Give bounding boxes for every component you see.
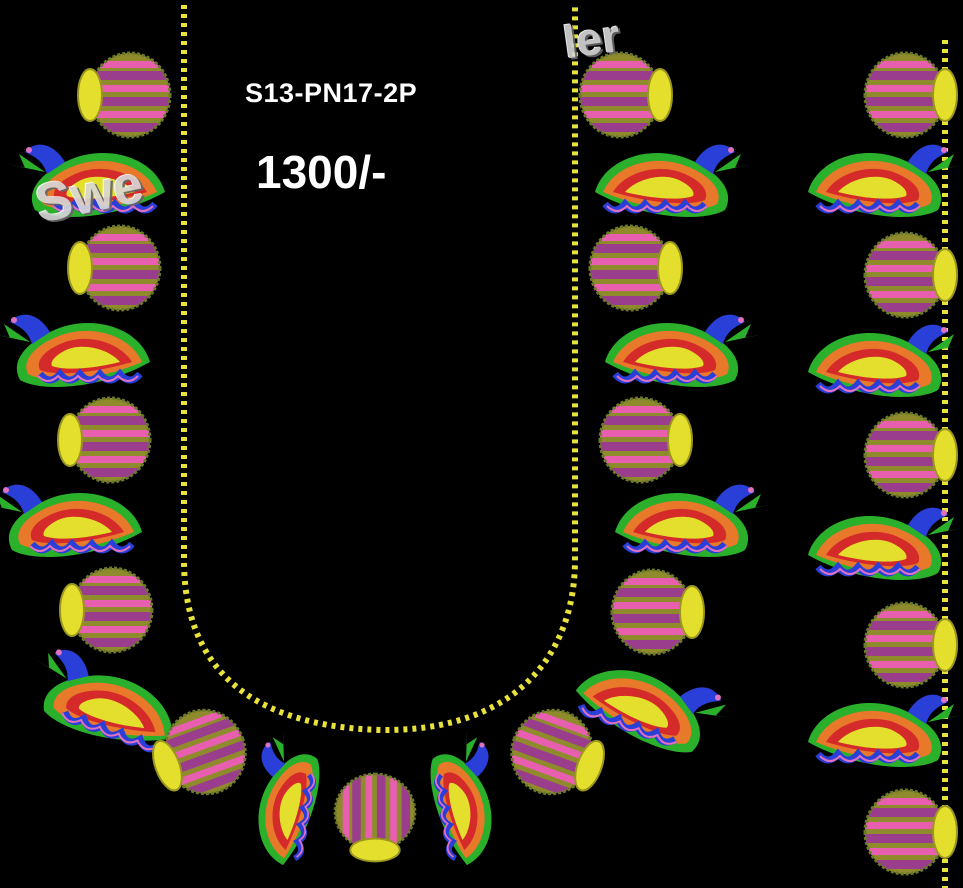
peacock-motif (615, 485, 773, 557)
peacock-motif (808, 508, 963, 580)
peacock-motif (808, 695, 963, 767)
kalash-pot-motif (863, 601, 957, 689)
price-label: 1300/- (256, 146, 387, 198)
peacock-motif (0, 315, 150, 387)
design-code-label: S13-PN17-2P (245, 78, 418, 108)
peacock-motif (808, 325, 963, 397)
inner-right-motif-column (567, 51, 773, 768)
left-motif-column (0, 51, 189, 762)
neckline-border-stitch (181, 5, 578, 734)
kalash-pot-motif (78, 51, 172, 139)
peacock-motif (605, 315, 763, 387)
kalash-pot-motif (863, 51, 957, 139)
kalash-pot-motif (60, 566, 154, 654)
peacock-motif (808, 145, 963, 217)
peacock-motif (423, 726, 507, 869)
kalash-pot-motif (610, 568, 704, 656)
bottom-motif-row (141, 696, 616, 868)
far-right-motif-column (808, 51, 963, 876)
kalash-pot-motif (588, 224, 682, 312)
peacock-motif (595, 145, 753, 217)
kalash-pot-motif (598, 396, 692, 484)
kalash-pot-motif (863, 231, 957, 319)
peacock-motif (243, 726, 327, 869)
kalash-pot-motif (863, 411, 957, 499)
kalash-pot-motif (68, 224, 162, 312)
kalash-pot-motif (58, 396, 152, 484)
kalash-pot-motif (333, 772, 417, 861)
watermark-right: ler (560, 9, 624, 69)
peacock-motif (0, 485, 142, 557)
